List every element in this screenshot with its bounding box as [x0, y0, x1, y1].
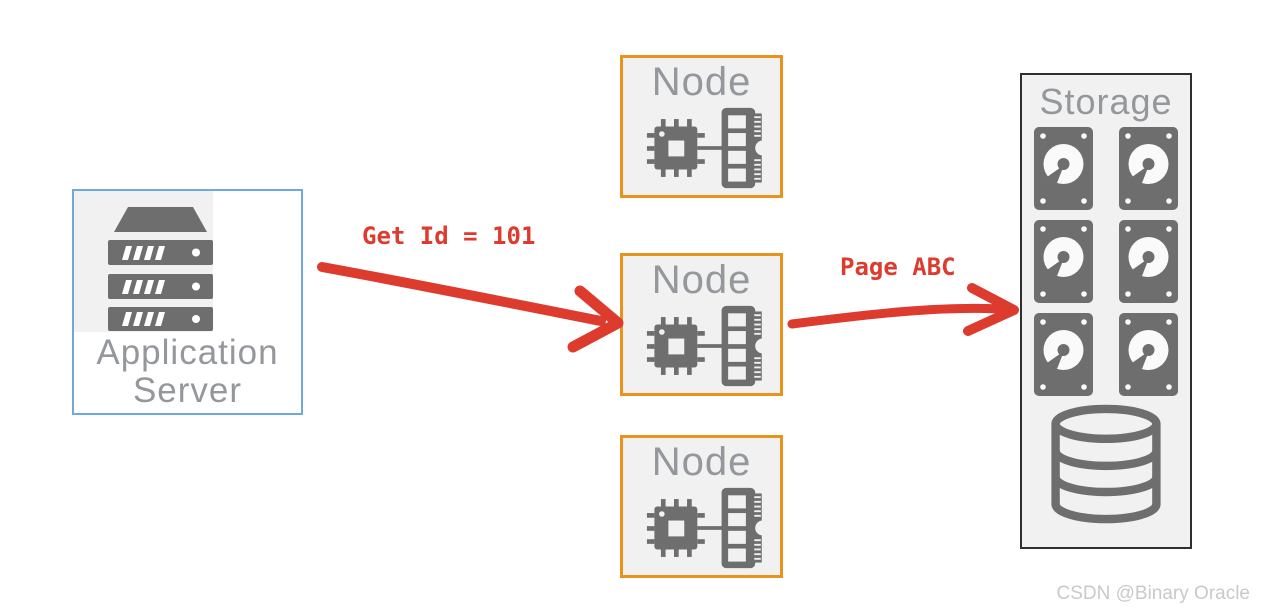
node-label: Node — [651, 60, 752, 104]
disk-grid — [1034, 127, 1178, 396]
application-server-label: Application Server — [74, 334, 301, 410]
hard-drive-icon — [1034, 220, 1093, 303]
cpu-memory-icon — [646, 305, 764, 387]
hard-drive-icon — [1034, 313, 1093, 396]
server-icon — [108, 207, 213, 331]
request-arrow — [317, 262, 624, 353]
cpu-memory-icon — [646, 487, 764, 569]
database-icon — [1051, 404, 1161, 524]
page-arrow — [787, 283, 1019, 336]
watermark: CSDN @Binary Oracle — [1056, 583, 1251, 604]
hard-drive-icon — [1119, 313, 1178, 396]
hard-drive-icon — [1034, 127, 1093, 210]
node-label: Node — [651, 258, 752, 302]
page-arrow-label: Page ABC — [840, 253, 956, 281]
hard-drive-icon — [1119, 220, 1178, 303]
database-icon-wrap — [1050, 404, 1162, 529]
cpu-memory-icon — [646, 107, 764, 189]
application-server-box: Application Server — [72, 189, 303, 415]
application-server-label-line2: Server — [132, 371, 243, 410]
node-box-3: Node — [620, 435, 783, 578]
node-box-1: Node — [620, 55, 783, 198]
application-server-label-line1: Application — [96, 333, 279, 372]
node-box-2: Node — [620, 253, 783, 396]
storage-label: Storage — [1039, 81, 1173, 122]
hard-drive-icon — [1119, 127, 1178, 210]
storage-box: Storage — [1020, 73, 1192, 549]
request-arrow-label: Get Id = 101 — [362, 222, 536, 250]
node-label: Node — [651, 440, 752, 484]
